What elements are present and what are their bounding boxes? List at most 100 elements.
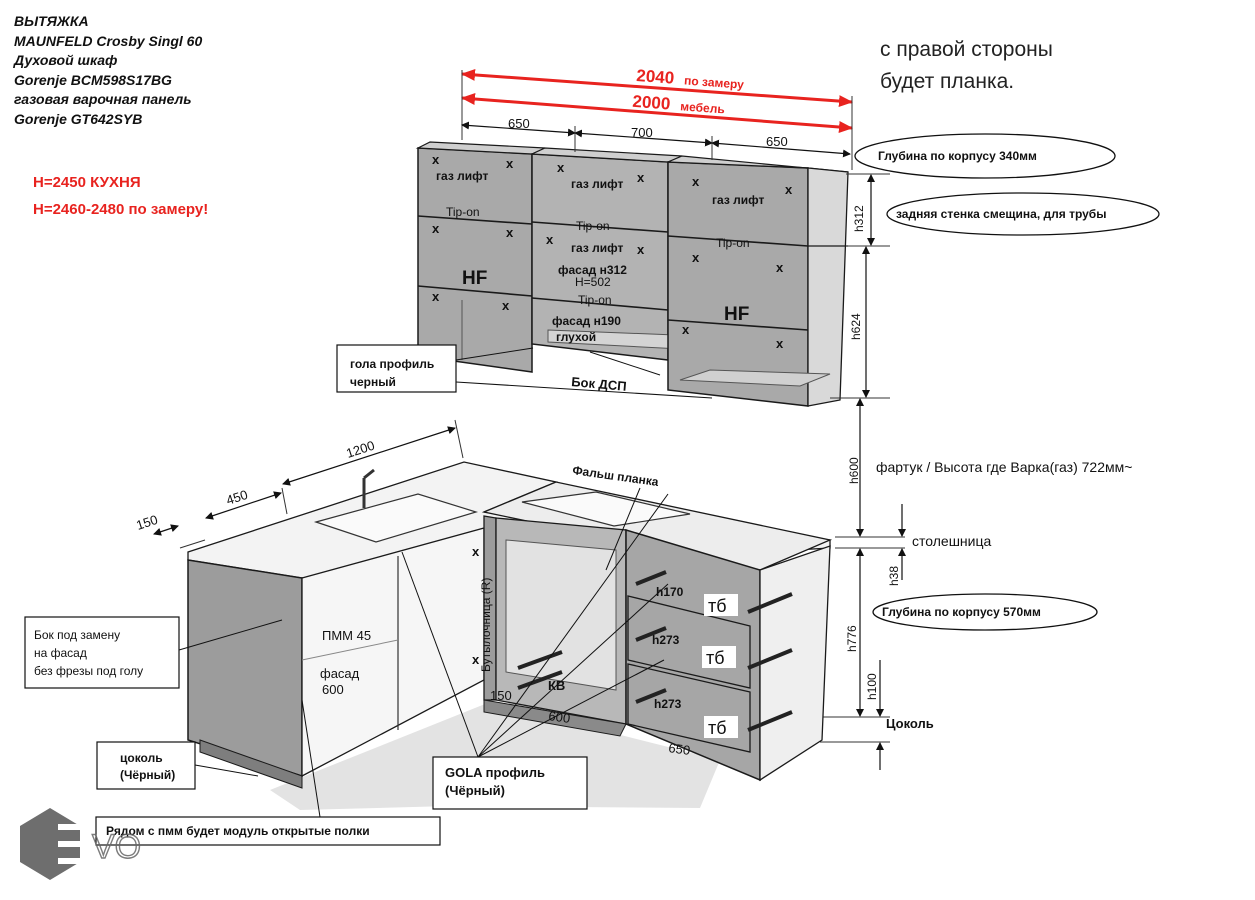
header-line: ВЫТЯЖКА — [14, 13, 89, 29]
dim-h100: h100 — [865, 673, 879, 700]
upper-width-3: 650 — [766, 134, 788, 149]
measured-width-label: по замеру — [684, 73, 745, 91]
right-plank-note-2: будет планка. — [880, 70, 1015, 93]
overall-width-dims: 2040 по замеру 2000 мебель — [461, 66, 853, 170]
gas-lift-label: газ лифт — [571, 177, 623, 191]
furniture-width-label: мебель — [680, 99, 725, 116]
lower-labels: x x ПММ 45 фасад 600 Бутылочница (R) КВ … — [320, 463, 738, 738]
plinth-black-label-2: (Чёрный) — [120, 768, 175, 782]
facade-312-label: фасад н312 — [558, 263, 627, 277]
false-plank-label: Фальш планка — [572, 463, 660, 489]
cross-mark: x — [432, 152, 440, 167]
tip-on-label: Tip-on — [716, 236, 750, 250]
cross-mark: x — [546, 232, 554, 247]
gola-black-label-1: гола профиль — [350, 357, 434, 371]
dim-h776: h776 — [845, 625, 859, 652]
header-line: газовая варочная панель — [14, 91, 192, 107]
upper-width-1: 650 — [508, 116, 530, 131]
side-chipboard-label: Бок ДСП — [571, 374, 628, 394]
cross-mark: x — [637, 242, 645, 257]
gas-lift-label: газ лифт — [712, 193, 764, 207]
lower-cabinets — [187, 461, 833, 810]
dim-h38: h38 — [887, 566, 901, 586]
upper-labels: газ лифт газ лифт газ лифт Tip-on Tip-on… — [436, 169, 764, 344]
hf-lift-label: HF — [462, 268, 487, 289]
blind-label: глухой — [556, 330, 596, 344]
cross-mark: x — [557, 160, 565, 175]
dishwasher-label: ПММ 45 — [322, 628, 371, 643]
furniture-width-value: 2000 — [632, 92, 671, 114]
upper-left-callouts: гола профиль черный Бок ДСП — [336, 344, 713, 399]
dim-h624: h624 — [849, 313, 863, 340]
countertop-note: столешница — [912, 533, 991, 549]
upper-right-callouts: Глубина по корпусу 340мм задняя стенка с… — [854, 133, 1160, 236]
tip-on-label: Tip-on — [576, 219, 610, 233]
gas-lift-label: газ лифт — [571, 241, 623, 255]
dim-h600: h600 — [847, 457, 861, 484]
cross-mark: x — [432, 289, 440, 304]
cross-mark: x — [692, 174, 700, 189]
plinth-note: Цоколь — [886, 716, 934, 731]
side-replace-label-3: без фрезы под голу — [34, 664, 143, 678]
logo-text: VO — [92, 828, 141, 866]
upper-cabinets — [415, 141, 849, 407]
right-plank-note-1: с правой стороны — [880, 38, 1053, 61]
cross-mark: x — [472, 652, 480, 667]
gola-black-label-2: черный — [350, 375, 396, 389]
measured-width-value: 2040 — [636, 66, 675, 88]
lower-dim-1200: 1200 — [344, 438, 376, 461]
side-replace-label-1: Бок под замену — [34, 628, 120, 642]
drawer-h273: h273 — [652, 633, 680, 647]
header-line: Gorenje BCM598S17BG — [14, 71, 172, 88]
cross-mark: x — [432, 221, 440, 236]
back-wall-note: задняя стенка смещина, для трубы — [896, 207, 1106, 221]
drawer-h273: h273 — [654, 697, 682, 711]
upper-segment-dims: 650 700 650 — [461, 116, 851, 160]
lower-dim-450: 450 — [224, 487, 249, 508]
cross-mark: x — [637, 170, 645, 185]
tip-on-label: Tip-on — [578, 293, 612, 307]
cross-mark: x — [776, 260, 784, 275]
facade-width-label: 600 — [322, 682, 344, 697]
cross-mark: x — [502, 298, 510, 313]
lower-depth-note: Глубина по корпусу 570мм — [882, 605, 1041, 619]
kitchen-height-note: H=2450 КУХНЯ — [33, 174, 141, 191]
apron-note: фартук / Высота где Варка(газ) 722мм~ — [876, 459, 1132, 475]
cross-mark: x — [472, 544, 480, 559]
facade-190-label: фасад н190 — [552, 314, 621, 328]
upper-width-2: 700 — [631, 125, 653, 140]
tip-on-label: Tip-on — [446, 205, 480, 219]
header-line: Духовой шкаф — [14, 52, 118, 68]
dim-h312: h312 — [852, 205, 866, 232]
h502-label: H=502 — [575, 275, 611, 289]
header-line: Gorenje GT642SYB — [14, 110, 143, 127]
base-dim-650: 650 — [668, 740, 692, 758]
cross-mark: x — [682, 322, 690, 337]
right-side-notes: фартук / Высота где Варка(газ) 722мм~ ст… — [872, 459, 1132, 731]
drawer-h170: h170 — [656, 585, 684, 599]
gas-lift-label: газ лифт — [436, 169, 488, 183]
upper-depth-note: Глубина по корпусу 340мм — [878, 149, 1037, 163]
cross-mark: x — [506, 156, 514, 171]
tip-on-drawer-label: тб — [708, 596, 727, 616]
base-dim-150: 150 — [490, 688, 512, 703]
lower-callouts: Бок под замену на фасад без фрезы под го… — [24, 493, 669, 846]
gola-profile-label-2: (Чёрный) — [445, 783, 505, 798]
evo-logo: VO — [20, 808, 142, 880]
open-shelves-note: Рядом с пмм будет модуль открытые полки — [106, 824, 370, 838]
upper-cross-marks: x x x x x x x x x x x x x x x x — [432, 152, 793, 351]
cross-mark: x — [506, 225, 514, 240]
header-notes: ВЫТЯЖКА MAUNFELD Crosby Singl 60 Духовой… — [14, 12, 202, 129]
base-dim-600: 600 — [548, 708, 572, 726]
side-replace-label-2: на фасад — [34, 646, 87, 660]
hf-lift-label: HF — [724, 304, 749, 325]
gola-profile-label-1: GOLA профиль — [445, 765, 545, 780]
vertical-dims: h312 h624 h600 h38 h776 h100 — [820, 173, 906, 770]
cross-mark: x — [785, 182, 793, 197]
plinth-black-label-1: цоколь — [120, 751, 163, 765]
measured-height-note: H=2460-2480 по замеру! — [33, 201, 209, 218]
tip-on-drawer-label: тб — [708, 718, 727, 738]
cross-mark: x — [692, 250, 700, 265]
bottle-cabinet-label: Бутылочница (R) — [479, 578, 493, 672]
